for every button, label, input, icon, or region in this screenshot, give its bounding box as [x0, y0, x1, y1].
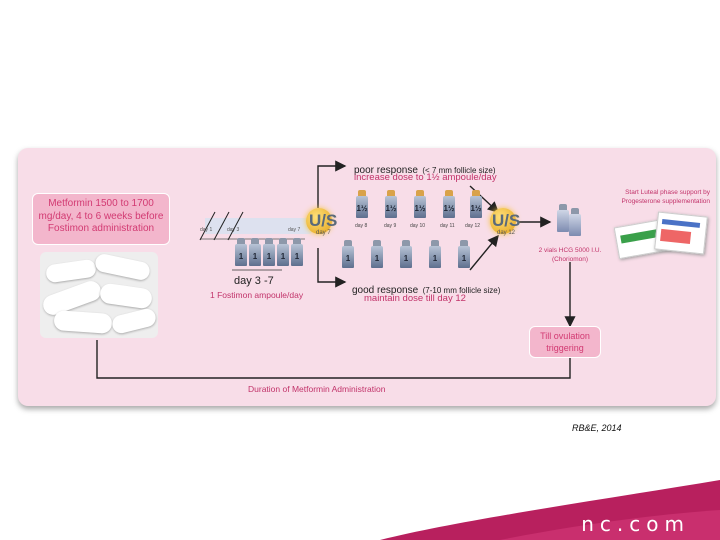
vial: 1	[400, 240, 412, 268]
progesterone-box-image	[613, 210, 708, 266]
day-label-11: day 11	[440, 223, 455, 229]
poor-response-action: increase dose to 1½ ampoule/day	[354, 172, 497, 183]
vial: 1	[429, 240, 441, 268]
vial: 1	[371, 240, 383, 268]
vial-1-5: 1½	[356, 190, 368, 218]
till-ovulation-box: Till ovulation triggering	[529, 326, 601, 358]
vial-1-5: 1½	[414, 190, 426, 218]
ultrasound-label-1: U/S	[309, 211, 338, 230]
fostimon-dose-label: 1 Fostimon ampoule/day	[210, 290, 304, 300]
ultrasound-marker-2	[490, 208, 516, 234]
day-label-8: day 8	[355, 223, 368, 229]
ultrasound-day-2: day 12	[497, 230, 516, 236]
footer-domain: nc.com	[581, 512, 690, 536]
hcg-label: 2 vials HCG 5000 I.U. (Choriomon)	[538, 247, 602, 263]
vial-1-5: 1½	[443, 190, 455, 218]
good-response-heading: good response (7-10 mm follicle size)	[352, 285, 501, 296]
vial: 1	[249, 238, 261, 266]
day-label-9: day 9	[384, 223, 397, 229]
vial: 1	[458, 240, 470, 268]
day-range-label: day 3 -7	[234, 275, 274, 287]
metformin-box: Metformin 1500 to 1700 mg/day, 4 to 6 we…	[32, 193, 170, 245]
metformin-tablets-image	[40, 252, 158, 338]
vial: 1	[342, 240, 354, 268]
timeline-day-7: day 7	[288, 227, 301, 233]
vial: 1	[277, 238, 289, 266]
vial: 1	[235, 238, 247, 266]
vial-1-5: 1½	[385, 190, 397, 218]
vial: 1	[263, 238, 275, 266]
good-response-action: maintain dose till day 12	[364, 293, 466, 304]
timeline-day-3: day 3	[227, 227, 240, 233]
timeline-day-1: day 1	[200, 227, 213, 233]
vial: 1	[291, 238, 303, 266]
ultrasound-marker-1	[306, 208, 332, 234]
citation: RB&E, 2014	[572, 423, 622, 433]
vial-1-5: 1½	[470, 190, 482, 218]
poor-response-heading: poor response (< 7 mm follicle size)	[354, 165, 496, 176]
ultrasound-label-2: U/S	[492, 211, 521, 230]
day-label-10: day 10	[410, 223, 426, 229]
duration-label: Duration of Metformin Administration	[246, 384, 388, 394]
hcg-vials-image	[555, 200, 585, 240]
luteal-support-label: Start Luteal phase support by Progestero…	[621, 189, 710, 205]
ultrasound-day-1: day 7	[316, 230, 331, 236]
day-label-12: day 12	[465, 223, 481, 229]
footer-banner	[380, 480, 720, 540]
metformin-text: Metformin 1500 to 1700 mg/day, 4 to 6 we…	[38, 198, 164, 234]
